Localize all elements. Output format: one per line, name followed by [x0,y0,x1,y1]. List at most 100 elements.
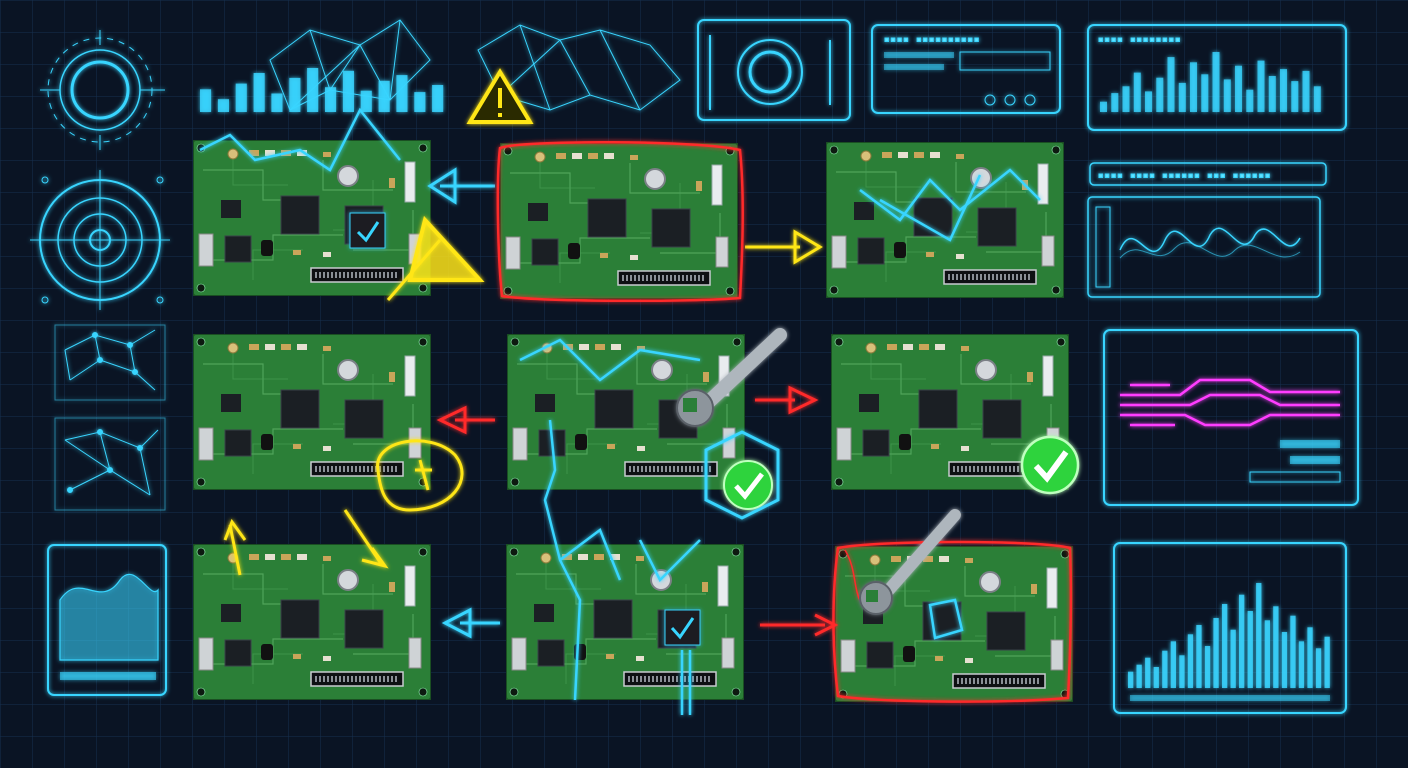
barsTopRight-bar [1313,86,1321,112]
barsTopLeft-bar [200,89,212,112]
barsBottomRight-bar [1273,606,1279,688]
trend-chart-top-right: ▪▪▪▪ ▪▪▪▪▪▪▪▪ [1087,24,1347,131]
circuit-board-r1c3 [826,142,1064,298]
trend-chart-glyphs: ▪▪▪▪ ▪▪▪▪▪▪▪▪ [1098,35,1181,45]
barsTopRight-bar [1167,57,1175,112]
barsTopLeft-bar [432,85,444,112]
arrow-r3-left [441,607,500,639]
barsTopRight-bar [1235,65,1242,112]
warning-arrows-icon [223,509,389,576]
arrow-r1-right [745,229,823,265]
network-graph-b [54,417,166,511]
circuit-board-r2c1 [193,334,431,490]
circuit-board-grid [193,140,1073,702]
radar-dial-top [40,30,165,150]
barsTopRight-bar [1156,77,1164,112]
barsBottomRight-bar [1162,650,1168,688]
small-check-icon-r3c2 [664,609,701,646]
barsTopRight-bar [1111,93,1119,112]
wireframe-mesh-top [269,19,681,111]
barsBottomRight-bar [1196,625,1202,688]
barsBottomRight-bar [1179,655,1185,688]
checkmark-circle-icon [1020,435,1080,495]
trend-chart-bars [1100,52,1321,112]
barsBottomRight-bar [1256,583,1262,688]
arrow-r1-left [427,167,495,205]
barsTopRight-bar [1268,76,1276,112]
barsBottomRight-bar [1239,594,1245,688]
barsBottomRight-bar [1136,664,1142,688]
neon-trace-panel [1103,329,1359,506]
status-strip-glyphs: ▪▪▪▪ ▪▪▪▪ ▪▪▪▪▪▪ ▪▪▪ ▪▪▪▪▪▪ [1098,171,1271,181]
target-reticle [30,170,170,310]
barsBottomRight-bar [1247,611,1253,688]
barsTopLeft-bar [325,87,337,112]
warning-triangle-icon-board [386,215,485,301]
barsBottomRight-bar [1264,620,1270,688]
error-outline-r1c2 [496,141,744,303]
barsTopLeft-bar [360,90,372,112]
barsBottomRight-bar [1315,648,1322,688]
barsTopLeft-bar [253,73,265,112]
warning-triangle-icon [466,68,534,124]
barsBottomRight-bar [1324,636,1330,688]
circuit-board-r3c2 [506,544,744,700]
arrow-r2-right [755,385,819,415]
barsTopRight-bar [1212,52,1220,112]
circuit-board-r1c1 [193,140,431,296]
barsTopLeft-bar [289,77,301,112]
arrow-r2-left [436,405,495,435]
barsBottomRight-bar [1290,615,1296,688]
histogram-bars [1128,583,1330,688]
barsTopRight-bar [1302,70,1310,112]
right-hologram-column: ▪▪▪▪ ▪▪▪▪ ▪▪▪▪▪▪ ▪▪▪ ▪▪▪▪▪▪ [1087,162,1359,714]
barsTopLeft-bar [396,75,408,112]
barsBottomRight-bar [1222,604,1228,688]
status-strip: ▪▪▪▪ ▪▪▪▪ ▪▪▪▪▪▪ ▪▪▪ ▪▪▪▪▪▪ [1089,162,1327,186]
barsBottomRight-bar [1307,627,1313,688]
checkmark-hexagon-icon [704,430,780,520]
cyan-trace-overlays [199,107,1041,715]
wrench-icon-r3c3 [859,509,961,615]
barsBottomRight-bar [1170,641,1176,688]
barsTopLeft-bar [342,70,354,112]
left-hologram-column [30,30,170,696]
warning-circle-icon [376,439,464,512]
barsTopLeft-bar [217,99,229,112]
barsTopLeft-bar [414,92,426,112]
flow-arrows [427,167,839,639]
barsTopRight-bar [1246,89,1254,112]
barsTopRight-bar [1100,101,1107,112]
barsTopRight-bar [1280,69,1287,112]
small-check-icon [349,212,386,249]
barsTopRight-bar [1190,62,1197,112]
barsBottomRight-bar [1187,634,1194,688]
gauge-panel-top [697,19,851,121]
barsTopRight-bar [1257,60,1265,112]
barsBottomRight-bar [1145,657,1151,688]
waveform-panel [1087,196,1321,298]
barsBottomRight-bar [1204,646,1211,688]
barsTopLeft-bar [271,93,283,112]
circuit-board-r3c3 [835,546,1073,702]
barsTopRight-bar [1122,86,1130,112]
barsBottomRight-bar [1128,671,1134,688]
terrain-map-panel [47,544,167,696]
barsBottomRight-bar [1281,632,1288,688]
barsTopRight-bar [1133,72,1141,112]
barsTopRight-bar [1145,91,1152,112]
barsBottomRight-bar [1298,641,1305,688]
barsBottomRight-bar [1153,667,1159,688]
barsBottomRight-bar [1230,629,1236,688]
control-panel-glyphs: ▪▪▪▪ ▪▪▪▪▪▪▪▪▪▪ [884,35,980,45]
barsTopLeft-bar [307,68,319,112]
barsTopLeft-bar [378,80,390,112]
control-panel-top: ▪▪▪▪ ▪▪▪▪▪▪▪▪▪▪ [871,24,1061,114]
arrow-r3-right [760,613,839,637]
wrench-icon [676,328,787,427]
barsBottomRight-bar [1213,618,1219,688]
barsTopRight-bar [1178,82,1186,112]
barsTopRight-bar [1223,79,1231,112]
top-hologram-row: ▪▪▪▪ ▪▪▪▪▪▪▪▪▪▪ ▪▪▪▪ ▪▪▪▪▪▪▪▪ [200,19,1347,131]
